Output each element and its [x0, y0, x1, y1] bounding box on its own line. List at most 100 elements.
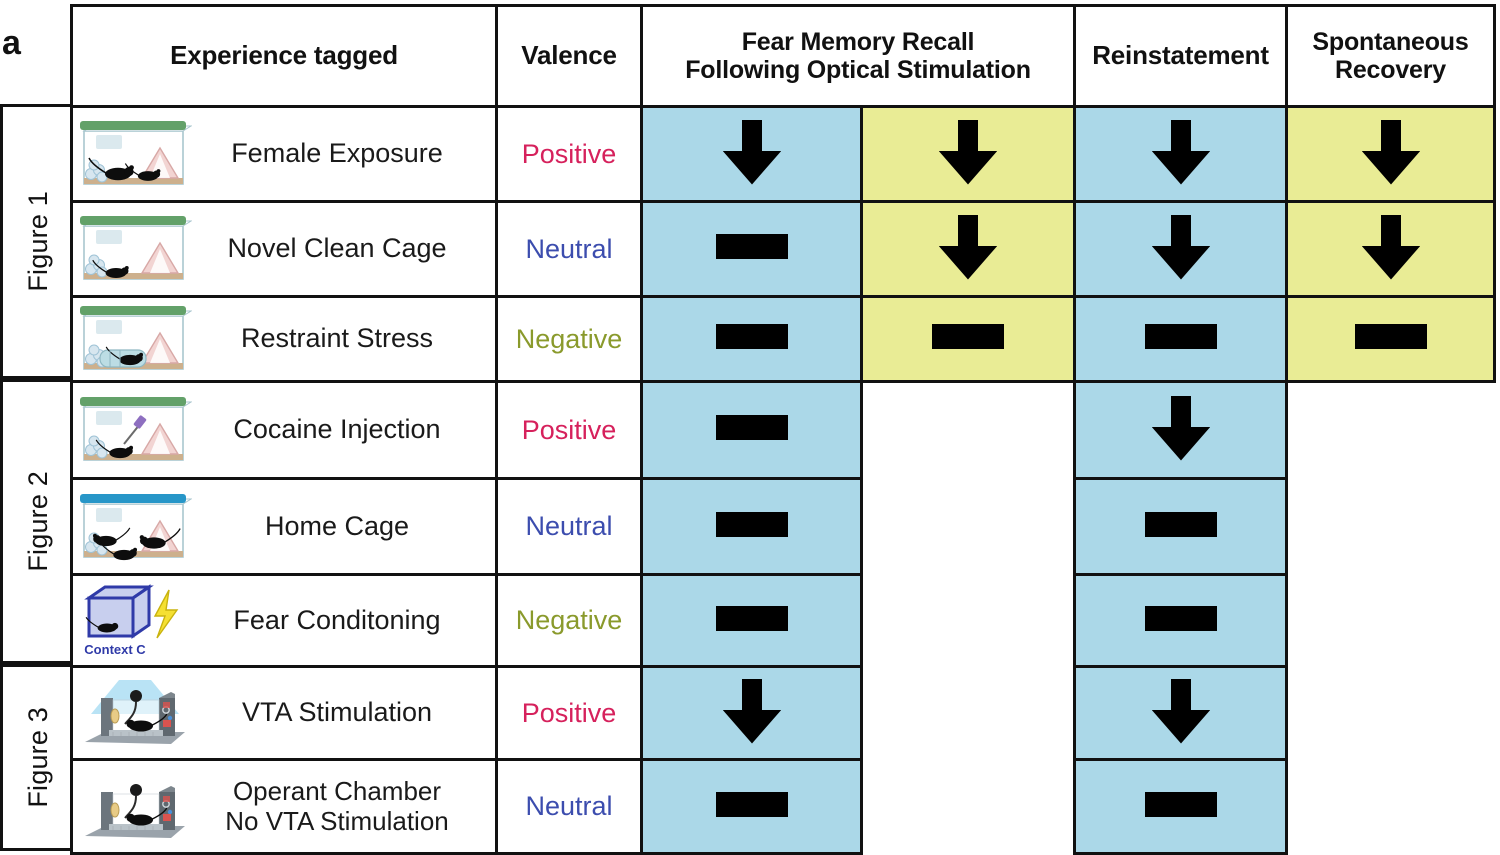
result-cell-fear_recall_b [861, 759, 1075, 854]
valence-label: Neutral [525, 791, 613, 821]
cage-two-mice-green-lid-icon [80, 121, 192, 185]
experience-icon [73, 676, 193, 750]
result-cell-fear_recall_b [860, 200, 1076, 298]
down-arrow-icon [1151, 214, 1210, 280]
experience-label: Fear Conditoning [233, 604, 441, 635]
result-cell-spontaneous [1286, 666, 1495, 760]
header-spontaneous-recovery-line1: Spontaneous [1312, 28, 1469, 56]
experience-cell: Context C Fear Conditoning [70, 573, 498, 668]
valence-label: Neutral [525, 233, 613, 264]
valence-cell: Positive [495, 380, 643, 480]
result-cell-spontaneous [1285, 295, 1496, 383]
operant-chamber-no-light-icon [85, 783, 185, 838]
valence-label: Negative [515, 323, 623, 354]
result-cell-fear_recall_b [861, 666, 1075, 760]
no-change-dash-icon [715, 234, 788, 259]
context-c-chamber-lightning-icon: Context C [84, 583, 179, 657]
down-arrow-icon [1151, 678, 1210, 744]
valence-cell: Positive [495, 665, 643, 761]
figure-group-figure-2: Figure 2 [0, 379, 73, 664]
result-cell-fear_recall_a [640, 295, 863, 383]
result-cell-reinstatement [1073, 477, 1288, 576]
panel-letter: a [2, 24, 21, 62]
valence-cell: Negative [495, 573, 643, 668]
result-cell-reinstatement [1073, 758, 1288, 855]
no-change-dash-icon [715, 605, 788, 631]
no-change-dash-icon [715, 415, 788, 440]
table-row: Restraint Stress Negative [70, 295, 1496, 383]
figure-group-label: Figure 2 [22, 471, 53, 572]
experience-icon [73, 302, 193, 376]
result-cell-reinstatement [1073, 295, 1288, 383]
table-header-row: Experience tagged Valence Fear Memory Re… [70, 4, 1496, 108]
down-arrow-icon [1151, 395, 1210, 461]
result-cell-reinstatement [1073, 573, 1288, 668]
figure-group-column: Figure 1 Figure 2 Figure 3 [0, 104, 73, 851]
header-fear-memory-recall-line1: Fear Memory Recall [741, 28, 975, 56]
down-arrow-icon [722, 119, 781, 185]
header-fear-memory-recall-line2: Following Optical Stimulation [685, 56, 1031, 84]
experience-label: Female Exposure [231, 138, 443, 169]
experience-icon [73, 117, 193, 191]
experience-cell: Cocaine Injection [70, 380, 498, 480]
experience-label: Novel Clean Cage [227, 233, 447, 264]
figure-group-figure-3: Figure 3 [0, 664, 73, 851]
down-arrow-icon [939, 119, 997, 185]
experience-icon [73, 212, 193, 286]
table-row: Novel Clean Cage Neutral [70, 200, 1496, 298]
summary-table: Experience tagged Valence Fear Memory Re… [70, 4, 1496, 855]
result-cell-spontaneous [1286, 478, 1495, 575]
experience-cell: Female Exposure [70, 105, 498, 203]
result-cell-fear_recall_a [640, 665, 863, 761]
result-cell-spontaneous [1286, 381, 1495, 479]
result-cell-fear_recall_b [860, 105, 1076, 203]
result-cell-fear_recall_b [861, 381, 1075, 479]
experience-label: Home Cage [264, 510, 410, 541]
valence-label: Positive [521, 414, 617, 445]
result-cell-fear_recall_a [640, 758, 863, 855]
experience-cell: Home Cage [70, 477, 498, 576]
result-cell-fear_recall_b [861, 574, 1075, 667]
operant-chamber-blue-light-icon [85, 680, 185, 744]
result-cell-fear_recall_a [640, 200, 863, 298]
result-cell-fear_recall_a [640, 477, 863, 576]
valence-label: Positive [521, 138, 617, 169]
table-row: Context C Fear Conditoning Negative [70, 573, 1495, 668]
no-change-dash-icon [932, 324, 1004, 349]
experience-icon [73, 393, 193, 467]
down-arrow-icon [939, 214, 997, 280]
experience-icon: Context C [73, 583, 193, 658]
experience-cell: Novel Clean Cage [70, 200, 498, 298]
down-arrow-icon [722, 678, 781, 744]
header-reinstatement: Reinstatement [1073, 4, 1288, 108]
valence-cell: Neutral [495, 758, 643, 855]
valence-label: Positive [521, 697, 617, 728]
table-row: Female Exposure Positive [70, 105, 1496, 203]
result-cell-spontaneous [1286, 759, 1495, 854]
header-valence: Valence [495, 4, 643, 108]
result-cell-fear_recall_b [861, 478, 1075, 575]
figure-group-figure-1: Figure 1 [0, 104, 73, 379]
no-change-dash-icon [1144, 605, 1217, 631]
no-change-dash-icon [715, 511, 788, 537]
experience-icon [73, 490, 193, 564]
table-row: Home Cage Neutral [70, 477, 1495, 576]
result-cell-fear_recall_b [860, 295, 1076, 383]
experience-icon [73, 770, 193, 844]
table-body: Female Exposure Positive Novel Clean Cag [70, 105, 1496, 855]
result-cell-fear_recall_a [640, 573, 863, 668]
result-cell-fear_recall_a [640, 105, 863, 203]
valence-cell: Neutral [495, 477, 643, 576]
no-change-dash-icon [715, 791, 788, 817]
experience-label: Cocaine Injection [233, 414, 441, 445]
down-arrow-icon [1361, 214, 1420, 280]
figure-group-label: Figure 3 [22, 707, 53, 808]
no-change-dash-icon [715, 324, 788, 349]
header-fear-memory-recall: Fear Memory Recall Following Optical Sti… [640, 4, 1076, 108]
valence-label: Neutral [525, 511, 613, 541]
no-change-dash-icon [1144, 791, 1217, 817]
experience-cell: VTA Stimulation [70, 665, 498, 761]
